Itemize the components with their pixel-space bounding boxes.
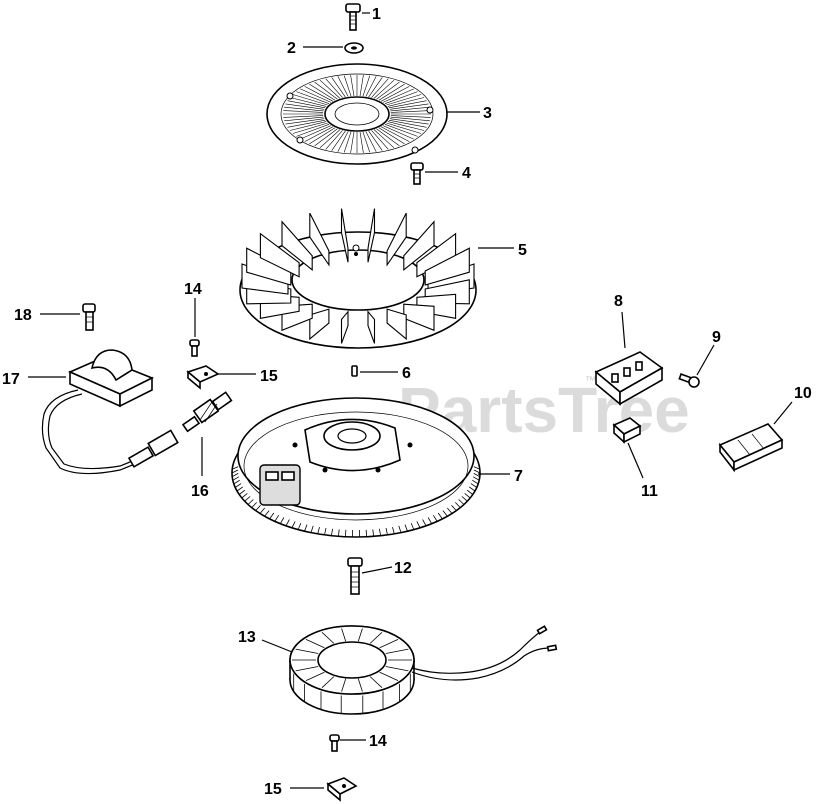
part-6-key[interactable]: 6 [351, 365, 411, 382]
part-13-stator[interactable]: 13 [238, 625, 558, 715]
fan-icon [239, 208, 477, 349]
part-9-screw[interactable]: 9 [678, 329, 721, 388]
connector-icon [612, 417, 642, 444]
bolt-icon [347, 557, 363, 595]
part-number: 14 [184, 281, 202, 298]
screw-icon [189, 339, 200, 357]
part-number: 12 [394, 560, 412, 577]
part-number: 18 [14, 307, 32, 324]
part-5-fan[interactable]: 5 [239, 208, 527, 349]
part-2-washer[interactable]: 2 [287, 40, 364, 57]
flywheel-icon [231, 397, 481, 538]
part-number: 8 [614, 293, 623, 310]
part-11-connector[interactable]: 11 [612, 417, 658, 500]
part-number: 7 [514, 468, 523, 485]
clip-icon [326, 777, 358, 802]
screw-icon [410, 162, 424, 185]
part-15-clip-upper[interactable]: 15 [186, 365, 278, 390]
part-number: 3 [483, 105, 492, 122]
part-7-flywheel[interactable]: 7 [231, 397, 523, 538]
part-number: 14 [369, 733, 387, 750]
part-18-screw[interactable]: 18 [14, 303, 96, 331]
part-number: 6 [402, 365, 411, 382]
part-number: 16 [191, 483, 209, 500]
part-16-plug[interactable]: 16 [181, 391, 233, 500]
part-number: 5 [518, 242, 527, 259]
rectifier-icon [594, 351, 664, 406]
part-number: 15 [260, 368, 278, 385]
part-17-ignition-module[interactable]: 17 [2, 349, 179, 475]
part-number: 13 [238, 629, 256, 646]
clip-icon [186, 365, 220, 390]
part-number: 15 [264, 781, 282, 798]
part-3-screen-disc[interactable]: 3 [266, 63, 492, 165]
screen-disc-icon [266, 63, 448, 165]
key-icon [351, 365, 358, 377]
part-number: 2 [287, 40, 296, 57]
screw-icon [329, 734, 340, 752]
connector-icon [718, 423, 784, 473]
plug-icon [181, 391, 233, 433]
part-number: 10 [794, 385, 812, 402]
part-10-connector[interactable]: 10 [718, 385, 812, 473]
part-1-screw[interactable]: 1 [345, 3, 381, 31]
screw-icon [678, 373, 700, 388]
part-4-screw[interactable]: 4 [410, 162, 471, 185]
part-14-screw-lower[interactable]: 14 [329, 733, 387, 752]
part-number: 11 [641, 483, 658, 500]
screw-icon [345, 3, 361, 31]
part-15-clip-lower[interactable]: 15 [264, 777, 358, 802]
part-14-screw-upper[interactable]: 14 [184, 281, 202, 357]
part-number: 4 [462, 165, 471, 182]
watermark-trademark: ™ [585, 375, 596, 387]
part-number: 17 [2, 371, 20, 388]
ignition-module-icon [41, 349, 179, 475]
screw-icon [82, 303, 96, 331]
washer-icon [344, 42, 364, 54]
stator-icon [289, 625, 558, 715]
part-8-rectifier[interactable]: 8 [594, 293, 664, 406]
part-12-bolt[interactable]: 12 [347, 557, 412, 595]
part-number: 1 [372, 6, 381, 23]
part-number: 9 [712, 329, 721, 346]
